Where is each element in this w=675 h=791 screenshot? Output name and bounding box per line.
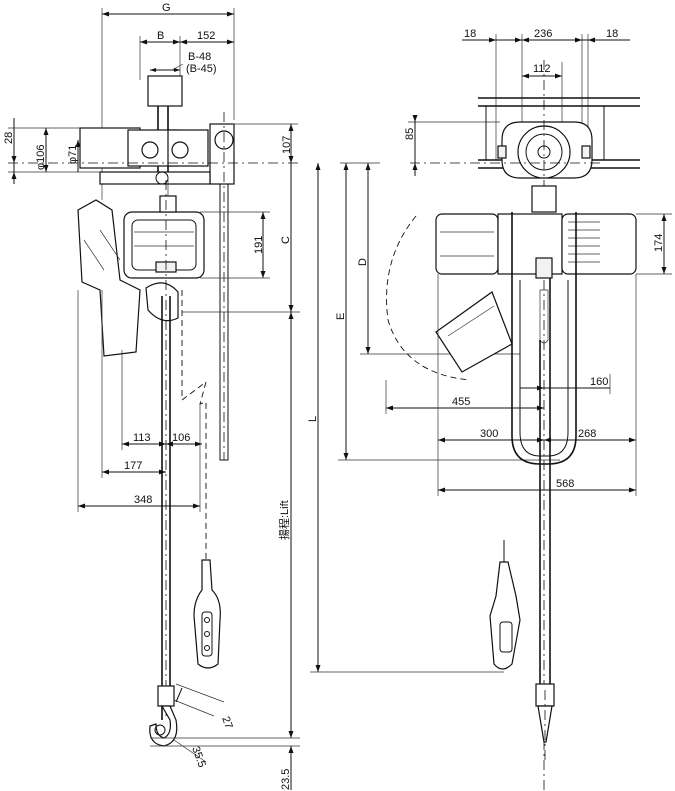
dim-18-left: 18 [464,28,476,40]
dim-160: 160 [590,376,608,388]
side-right-dimensions: 107 191 C 揚程:Lift [182,123,300,738]
side-bottom-dimensions: 113 106 177 348 [77,290,202,512]
dim-35-5: 35.5 [189,745,208,769]
dim-106: 106 [172,432,190,444]
dim-568: 568 [556,478,574,490]
front-pendant [489,540,521,670]
front-chain-bucket [511,212,577,690]
front-right-dimensions: 174 [636,213,672,275]
dim-112: 112 [533,63,551,75]
dim-268: 268 [578,428,596,440]
front-hook [535,683,555,760]
dim-C: C [280,236,292,244]
dim-152: 152 [197,30,215,42]
dim-lift: 揚程:Lift [278,500,291,540]
dim-B-48: B-48 [188,51,211,63]
dim-G: G [162,2,171,14]
dim-E: E [335,313,347,320]
side-trolley [8,75,300,461]
dim-348: 348 [134,494,152,506]
side-top-dimensions: G B 152 B-48 (B-45) [101,2,235,200]
dim-174: 174 [653,234,665,252]
dim-113: 113 [133,432,151,444]
dim-phi106: φ106 [35,145,47,171]
dim-23-5: 23.5 [280,769,292,790]
dim-L: L [307,416,319,422]
side-hoist-body [77,178,207,720]
front-hoist-body [386,213,637,381]
dim-B-45: (B-45) [186,63,217,75]
dim-85: 85 [404,128,416,140]
front-view: 18 236 18 112 [307,28,672,790]
dim-18-right: 18 [606,28,618,40]
dim-107: 107 [281,136,293,154]
side-pendant [193,559,221,669]
dim-177: 177 [124,460,142,472]
dim-300: 300 [480,428,498,440]
side-view: G B 152 B-48 (B-45) [3,2,300,790]
dim-27: 27 [219,715,234,731]
side-left-dimensions: 28 φ106 φ71 [3,118,100,184]
dim-191: 191 [253,236,265,254]
front-left-dimensions: 85 D E L [307,115,560,673]
dim-455: 455 [452,396,470,408]
dim-D: D [357,258,369,266]
dim-B: B [157,30,164,42]
front-trolley [410,60,640,790]
front-bottom-dimensions: 160 455 300 268 568 [385,274,637,496]
dim-28: 28 [3,132,15,144]
dim-phi71: φ71 [67,145,79,164]
dim-236: 236 [534,28,552,40]
side-hook: 27 35.5 23.5 [149,683,300,790]
